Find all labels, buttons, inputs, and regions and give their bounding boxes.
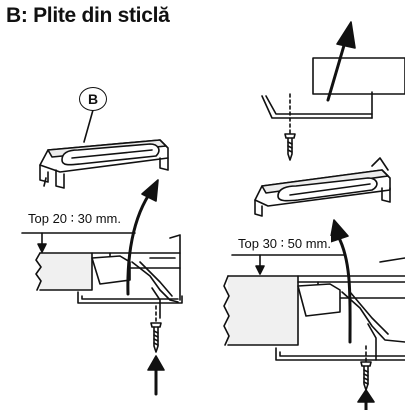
left-push-arrow bbox=[147, 355, 165, 371]
left-worktop bbox=[35, 234, 181, 301]
right-dimension-line bbox=[231, 254, 346, 275]
glass-panel bbox=[312, 57, 405, 95]
right-insert-arrow bbox=[329, 219, 349, 243]
callout-label-b: B bbox=[79, 87, 107, 111]
right-clip-bracket bbox=[254, 157, 391, 217]
callout-leader-line bbox=[83, 109, 94, 143]
left-dimension-line bbox=[21, 232, 136, 253]
left-clip-bracket bbox=[39, 139, 169, 189]
right-screw bbox=[360, 345, 372, 391]
right-mounted-clip bbox=[297, 283, 405, 361]
top-bracket bbox=[261, 91, 373, 119]
left-insert-arrow bbox=[141, 179, 159, 202]
right-cabinet-side bbox=[275, 347, 405, 361]
left-cabinet-side bbox=[77, 291, 183, 304]
right-push-arrow bbox=[357, 389, 375, 403]
left-mounted-clip bbox=[91, 255, 179, 319]
top-screw bbox=[284, 93, 296, 161]
right-dimension-label: Top 30 ∶ 50 mm. bbox=[238, 236, 331, 252]
left-dimension-label: Top 20 ∶ 30 mm. bbox=[28, 211, 121, 227]
page-title: B: Plite din sticlă bbox=[6, 4, 170, 27]
left-screw bbox=[150, 305, 162, 353]
lift-arrow bbox=[336, 21, 356, 49]
